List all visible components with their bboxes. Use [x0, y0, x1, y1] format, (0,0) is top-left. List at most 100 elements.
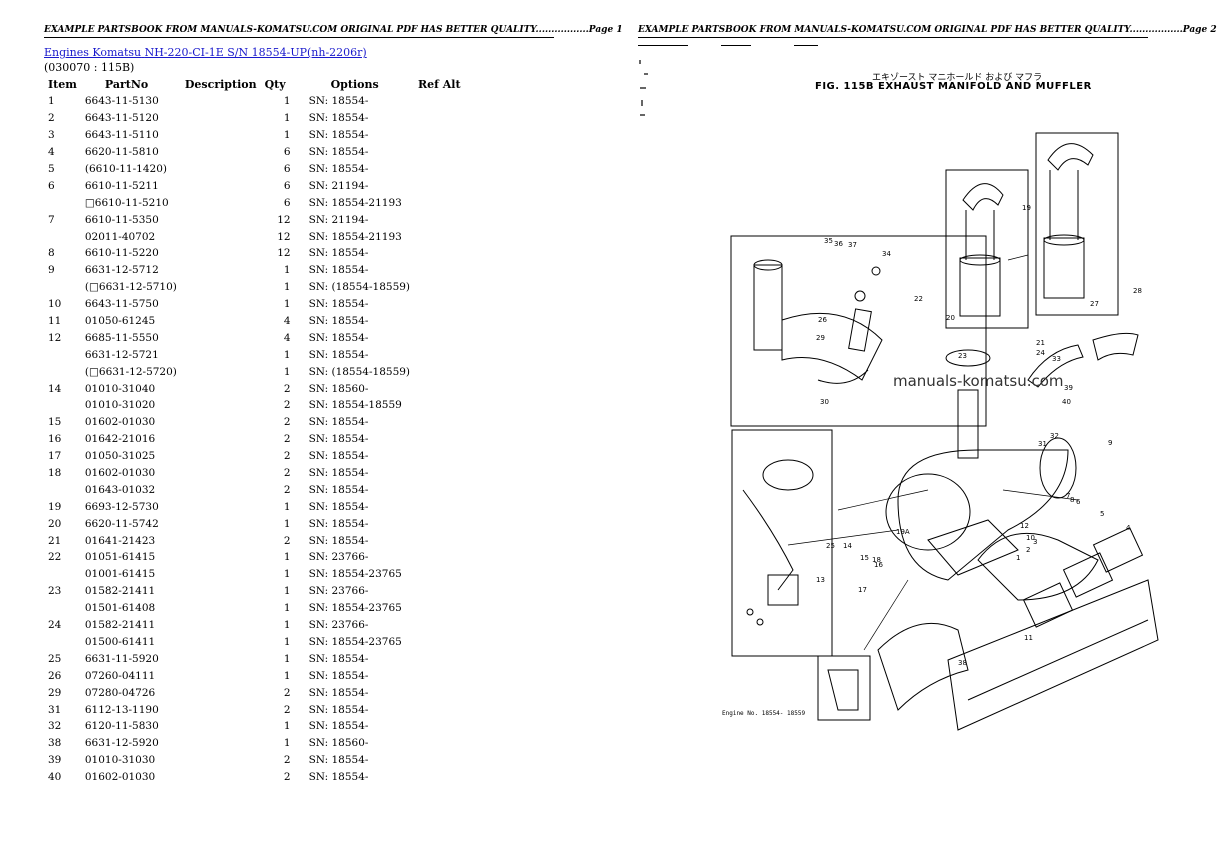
inset-box-lower — [731, 429, 833, 657]
ref-alt-cell — [414, 549, 465, 566]
partno-cell: 01642-21016 — [84, 433, 156, 446]
item-cell — [44, 481, 81, 498]
item-cell — [44, 228, 81, 245]
ref-alt-cell — [414, 397, 465, 414]
ref-alt-cell — [414, 279, 465, 296]
callout-label: 16 — [874, 561, 883, 569]
qty-cell: 1 — [283, 652, 291, 665]
leader-lines — [787, 254, 1079, 651]
qty-cell: 6 — [283, 163, 291, 175]
description-cell — [181, 329, 261, 346]
description-cell — [181, 380, 261, 397]
callout-label: 35 — [824, 237, 833, 245]
description-cell — [181, 228, 261, 245]
item-cell: 22 — [48, 551, 62, 564]
callout-label: 30 — [820, 398, 829, 406]
ref-alt-cell — [414, 650, 465, 667]
description-cell — [181, 498, 261, 515]
qty-cell: 6 — [283, 179, 291, 192]
item-cell: 12 — [48, 331, 62, 344]
options-cell: SN: 18554- — [308, 95, 369, 108]
partno-cell: 6631-11-5920 — [84, 652, 159, 665]
item-cell: 3 — [48, 129, 55, 142]
description-cell — [181, 600, 261, 617]
qty-cell: 1 — [283, 365, 291, 378]
partno-cell: 01001-61415 — [84, 568, 156, 581]
callout-label: 4 — [1126, 524, 1131, 532]
ref-alt-cell — [414, 634, 465, 651]
ref-alt-cell — [414, 515, 465, 532]
callout-label: 40 — [1062, 398, 1071, 406]
partno-cell: 01641-21423 — [84, 534, 156, 547]
callout-label: 6 — [1076, 498, 1081, 506]
item-cell — [44, 600, 81, 617]
qty-cell: 12 — [277, 213, 291, 226]
description-cell — [181, 161, 261, 178]
ref-alt-cell — [414, 363, 465, 380]
description-cell — [181, 549, 261, 566]
options-cell: SN: 18554- — [308, 467, 369, 480]
callout-label: 37 — [848, 241, 857, 249]
partno-cell: 02011-40702 — [84, 230, 156, 243]
breadcrumb-link-engines[interactable]: Engines Komatsu — [44, 46, 142, 59]
ref-alt-cell — [414, 346, 465, 363]
description-cell — [181, 127, 261, 144]
qty-cell: 6 — [283, 146, 291, 159]
description-cell — [181, 431, 261, 448]
callout-label: 3 — [1033, 538, 1037, 546]
callout-label: 10 — [1026, 534, 1035, 542]
item-cell: 11 — [48, 315, 62, 328]
description-cell — [181, 144, 261, 161]
qty-cell: 12 — [277, 247, 291, 260]
item-cell: 4 — [48, 146, 55, 159]
qty-cell: 1 — [283, 720, 291, 733]
ref-alt-cell — [414, 465, 465, 482]
description-cell — [181, 194, 261, 211]
partno-cell: 6610-11-5350 — [84, 213, 159, 226]
item-cell: 14 — [48, 382, 62, 395]
partno-cell: 6693-12-5730 — [84, 500, 159, 513]
callout-label: 11 — [1024, 634, 1033, 642]
ref-alt-cell — [414, 684, 465, 701]
partno-cell: 6643-11-5120 — [84, 112, 159, 125]
partno-cell: 6112-13-1190 — [84, 703, 159, 716]
parts-table: Item PartNo Description Qty Options Ref … — [44, 76, 465, 786]
qty-cell: 2 — [283, 467, 291, 480]
options-cell: SN: 18554- — [308, 315, 369, 328]
options-cell: SN: 18554- — [308, 500, 369, 513]
partno-cell: (6610-11-1420) — [84, 163, 167, 175]
item-cell: 21 — [48, 534, 62, 547]
item-cell: 39 — [48, 754, 62, 767]
qty-cell: 6 — [283, 196, 291, 209]
options-cell: SN: 23766- — [308, 619, 369, 632]
lower-inset-parts — [742, 459, 814, 626]
item-cell: 6 — [48, 179, 55, 192]
breadcrumb: Engines Komatsu NH-220-CI-1E S/N 18554-U… — [44, 46, 367, 59]
callout-label: 22 — [914, 295, 923, 303]
description-cell — [181, 650, 261, 667]
description-cell — [181, 211, 261, 228]
breadcrumb-link-model[interactable]: NH-220-CI-1E S/N 18554-UP(nh-2206r) — [144, 46, 367, 59]
qty-cell: 1 — [283, 264, 291, 277]
callout-label: 20 — [946, 314, 955, 322]
description-cell — [181, 701, 261, 718]
item-cell — [44, 363, 81, 380]
item-cell: 24 — [48, 619, 62, 632]
watermark: manuals-komatsu.com — [893, 372, 1064, 390]
description-cell — [181, 617, 261, 634]
options-cell: SN: 18554- — [308, 534, 369, 547]
description-cell — [181, 566, 261, 583]
callout-label: 21 — [1036, 339, 1045, 347]
ref-alt-cell — [414, 194, 465, 211]
